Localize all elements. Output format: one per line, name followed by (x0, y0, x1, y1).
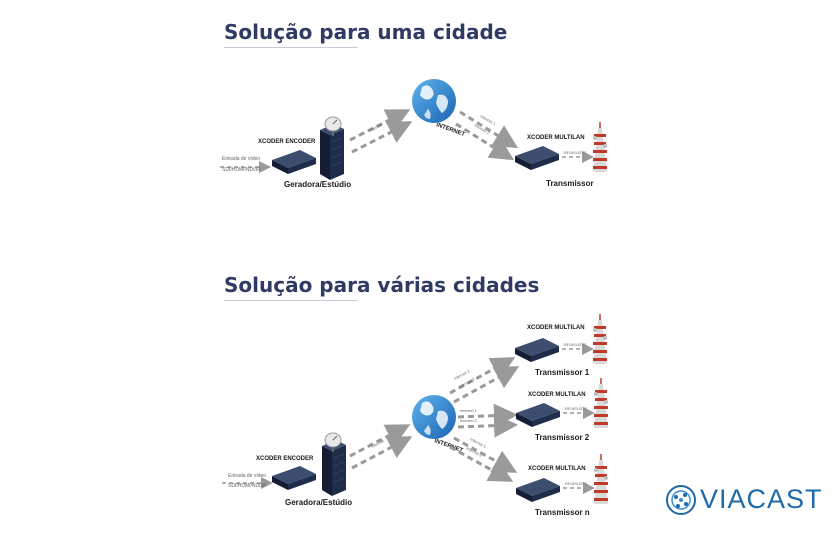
uplink-label: Internet (368, 122, 383, 133)
input-label-2: SDI/HDMI/NDI/IP (228, 483, 267, 489)
transmitter-1-label: Transmissor 1 (535, 368, 590, 377)
title-multi-city: Solução para várias cidades (224, 273, 540, 297)
link-tx2-arrow-2 (457, 413, 518, 438)
studio-label: Geradora/Estúdio (285, 498, 352, 507)
transmission-tower-icon-n (593, 453, 609, 505)
multilan-device-icon-2 (516, 403, 560, 427)
link-tx2-arrow-1 (457, 403, 518, 428)
transmitter-n-label: Transmissor n (535, 508, 590, 517)
internet-label: INTERNET (435, 122, 466, 138)
uplink-arrow-1 (349, 424, 411, 458)
studio-label: Geradora/Estúdio (284, 180, 351, 189)
downlink-arrow-2 (455, 122, 515, 161)
transmission-tower-icon-1 (592, 313, 608, 365)
input-label-2: SDI/HDMI/NDI/IP (222, 167, 261, 173)
multilan-device-icon (515, 146, 559, 170)
transmission-tower-icon-2 (593, 377, 609, 429)
link-tx2-label-1: Internet 1 (460, 408, 478, 413)
internet-globe-icon (412, 395, 456, 439)
single-city-diagram: Entrada de vídeo SDI/HDMI/NDI/IP XCODER … (220, 79, 608, 189)
encoder-device-icon (272, 150, 316, 174)
multilan-label-n: XCODER MULTILAN (528, 466, 586, 472)
link-tx2-label-2: Internet 2 (460, 418, 478, 423)
multilan-device-icon-1 (515, 338, 559, 362)
link-tx1-arrow-1 (449, 357, 516, 395)
encoder-label: XCODER ENCODER (256, 456, 314, 462)
transmission-tower-icon (592, 121, 608, 173)
title-single-city: Solução para uma cidade (224, 20, 508, 44)
output-label-1: RF/ASI-BTS (564, 342, 586, 347)
multilan-label: XCODER MULTILAN (527, 135, 585, 141)
uplink-arrow-2 (351, 121, 413, 154)
uplink-arrow-2 (351, 436, 413, 470)
multilan-label-2: XCODER MULTILAN (528, 392, 586, 398)
title-multi-underline (224, 300, 358, 301)
link-txn-arrow-2 (449, 445, 514, 482)
multilan-device-icon-n (516, 478, 560, 502)
transmitter-2-label: Transmissor 2 (535, 433, 590, 442)
server-rack-icon (319, 123, 345, 181)
uplink-arrow-1 (349, 109, 411, 142)
internet-globe-icon (412, 79, 456, 123)
title-single-underline (224, 47, 358, 48)
server-rack-icon (321, 439, 347, 497)
uplink-label: Internet (370, 438, 385, 449)
output-label: RF/ASI-BTS (564, 150, 586, 155)
input-label-1: Entrada de vídeo (222, 156, 260, 162)
link-tx1-arrow-2 (453, 366, 520, 404)
output-label-2: RF/ASI-BTS (565, 406, 587, 411)
viacast-logo-text: VIACAST (700, 484, 823, 514)
viacast-logo-icon (666, 485, 696, 515)
transmitter-label: Transmissor (546, 179, 594, 188)
encoder-device-icon (272, 466, 316, 490)
output-label-n: RF/ASI-BTS (565, 481, 587, 486)
encoder-label: XCODER ENCODER (258, 139, 316, 145)
link-tx1-label-2: Internet 2 (458, 376, 476, 389)
multi-city-diagram: Entrada de vídeo SDI/HDMI/NDI/IP XCODER … (222, 313, 609, 517)
input-label-1: Entrada de vídeo (228, 473, 266, 479)
multilan-label-1: XCODER MULTILAN (527, 325, 585, 331)
